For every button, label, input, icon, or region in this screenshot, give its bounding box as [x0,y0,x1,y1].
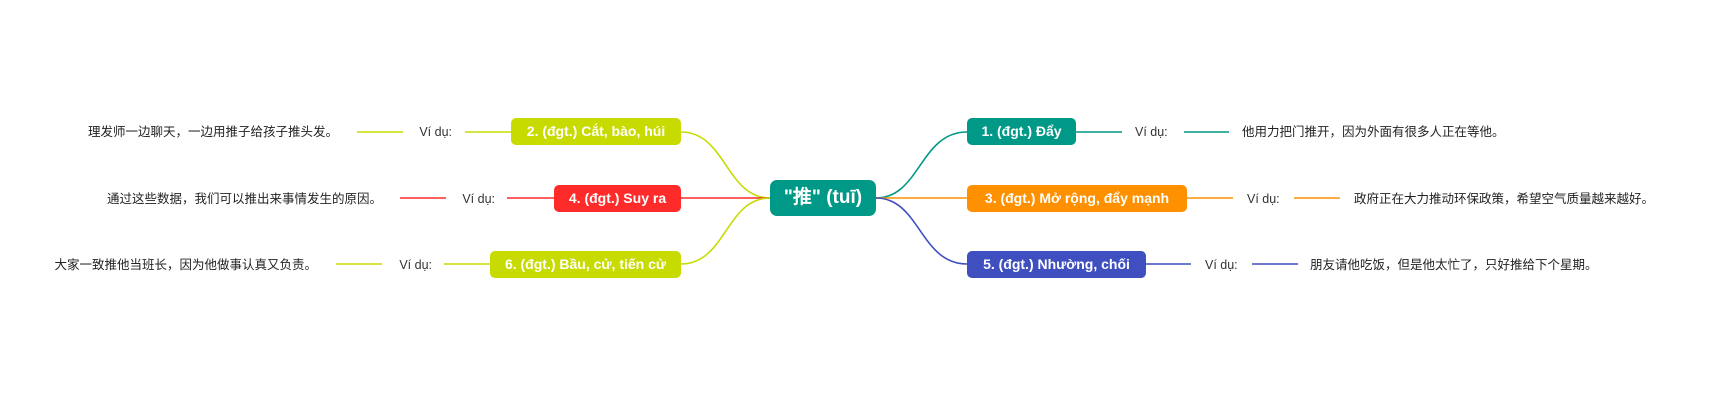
branch-node-2[interactable]: 2. (đgt.) Cắt, bào, húi [511,118,681,145]
example-text-1: 他用力把门推开，因为外面有很多人正在等他。 [1242,125,1505,139]
root-node[interactable]: "推" (tuī) [770,180,876,216]
example-text-5: 朋友请他吃饭，但是他太忙了，只好推给下个星期。 [1310,258,1598,272]
branch-node-5[interactable]: 5. (đgt.) Nhường, chối [967,251,1146,278]
example-text-3: 政府正在大力推动环保政策，希望空气质量越来越好。 [1354,192,1655,206]
example-text-2: 理发师一边聊天，一边用推子给孩子推头发。 [87,125,338,139]
example-text-4: 通过这些数据，我们可以推出来事情发生的原因。 [106,192,382,206]
example-label-2: Ví dụ: [419,125,452,139]
branch-node-6[interactable]: 6. (đgt.) Bầu, cử, tiến cử [490,251,681,278]
example-label-3: Ví dụ: [1247,192,1280,206]
branch-node-4[interactable]: 4. (đgt.) Suy ra [554,185,681,212]
example-label-6: Ví dụ: [399,258,432,272]
example-text-6: 大家一致推他当班长，因为他做事认真又负责。 [54,258,317,272]
branch-node-3[interactable]: 3. (đgt.) Mở rộng, đẩy mạnh [967,185,1187,212]
example-label-5: Ví dụ: [1205,258,1238,272]
branch-link-2 [680,131,771,199]
branch-link-1 [875,131,968,199]
example-label-4: Ví dụ: [462,192,495,206]
branch-link-5 [875,197,968,265]
example-label-1: Ví dụ: [1135,125,1168,139]
branch-link-6 [680,197,771,265]
branch-node-1[interactable]: 1. (đgt.) Đẩy [967,118,1076,145]
